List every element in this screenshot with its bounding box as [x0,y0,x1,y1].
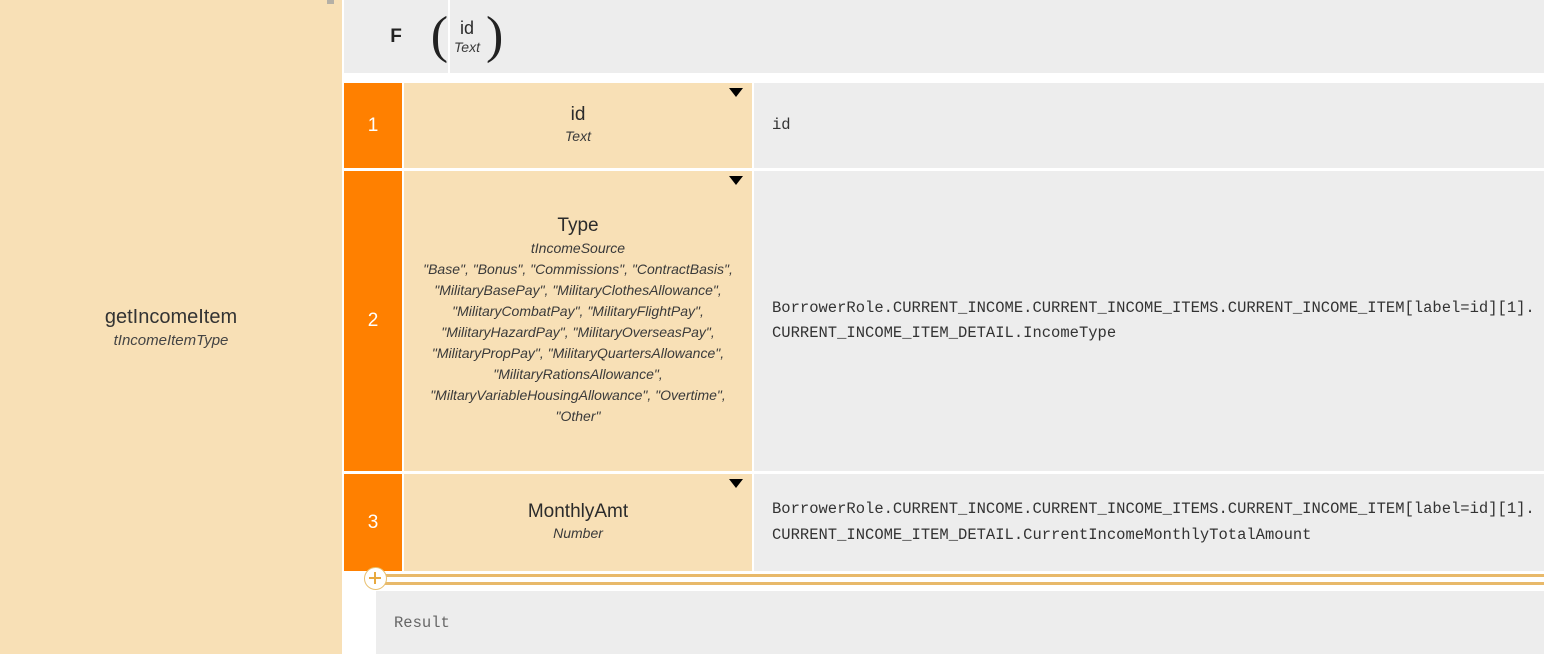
signature-cell[interactable]: ( id Text ) [431,0,1544,73]
close-paren: ) [485,7,504,65]
add-parameter-icon[interactable] [364,567,387,590]
open-paren: ( [430,7,449,65]
parameter-type: tIncomeSource [530,239,626,256]
signature-param-name: id [459,18,474,39]
signature-parens: ( id Text ) [430,7,504,65]
panel-edge-artifact [327,0,334,4]
parameter-mapping-text: BorrowerRole.CURRENT_INCOME.CURRENT_INCO… [772,500,1535,544]
separator-line-bottom [382,582,1544,585]
parameter-mapping-text: BorrowerRole.CURRENT_INCOME.CURRENT_INCO… [772,298,1535,342]
signature-param: id Text [454,18,480,55]
parameter-name: id [570,103,586,125]
parameter-mapping-cell[interactable]: BorrowerRole.CURRENT_INCOME.CURRENT_INCO… [754,474,1544,571]
function-editor: F ( id Text ) 1 id Text id 2 Ty [344,0,1544,654]
parameter-row[interactable]: 1 id Text id [344,83,1544,168]
separator-line-top [382,574,1544,577]
function-return-type: tIncomeItemType [113,332,229,349]
signature-header: F ( id Text ) [344,0,1544,73]
parameter-mapping-cell[interactable]: id [754,83,1544,168]
parameter-row[interactable]: 2 Type tIncomeSource "Base", "Bonus", "C… [344,171,1544,471]
parameter-name: Type [557,215,599,237]
function-panel[interactable]: getIncomeItem tIncomeItemType [0,0,342,654]
parameter-enum-values: "Base", "Bonus", "Commissions", "Contrac… [423,260,733,424]
parameter-index: 1 [344,83,402,168]
chevron-down-icon[interactable] [729,176,743,185]
parameter-mapping-cell[interactable]: BorrowerRole.CURRENT_INCOME.CURRENT_INCO… [754,171,1544,471]
parameter-row[interactable]: 3 MonthlyAmt Number BorrowerRole.CURRENT… [344,474,1544,571]
parameter-type: Text [565,128,591,145]
parameter-index: 2 [344,171,402,471]
function-name: getIncomeItem [104,306,238,328]
chevron-down-icon[interactable] [729,479,743,488]
chevron-down-icon[interactable] [729,88,743,97]
signature-param-type: Text [454,38,480,55]
function-badge: F [344,0,448,73]
result-label: Result [394,613,450,632]
parameter-mapping-text: id [772,115,791,134]
parameter-separator [356,567,1544,590]
parameter-field[interactable]: MonthlyAmt Number [404,474,752,571]
result-row[interactable]: Result [376,591,1544,654]
parameter-index: 3 [344,474,402,571]
parameter-name: MonthlyAmt [527,500,629,522]
parameter-field[interactable]: id Text [404,83,752,168]
parameter-type: Number [553,525,603,542]
parameter-field[interactable]: Type tIncomeSource "Base", "Bonus", "Com… [404,171,752,471]
